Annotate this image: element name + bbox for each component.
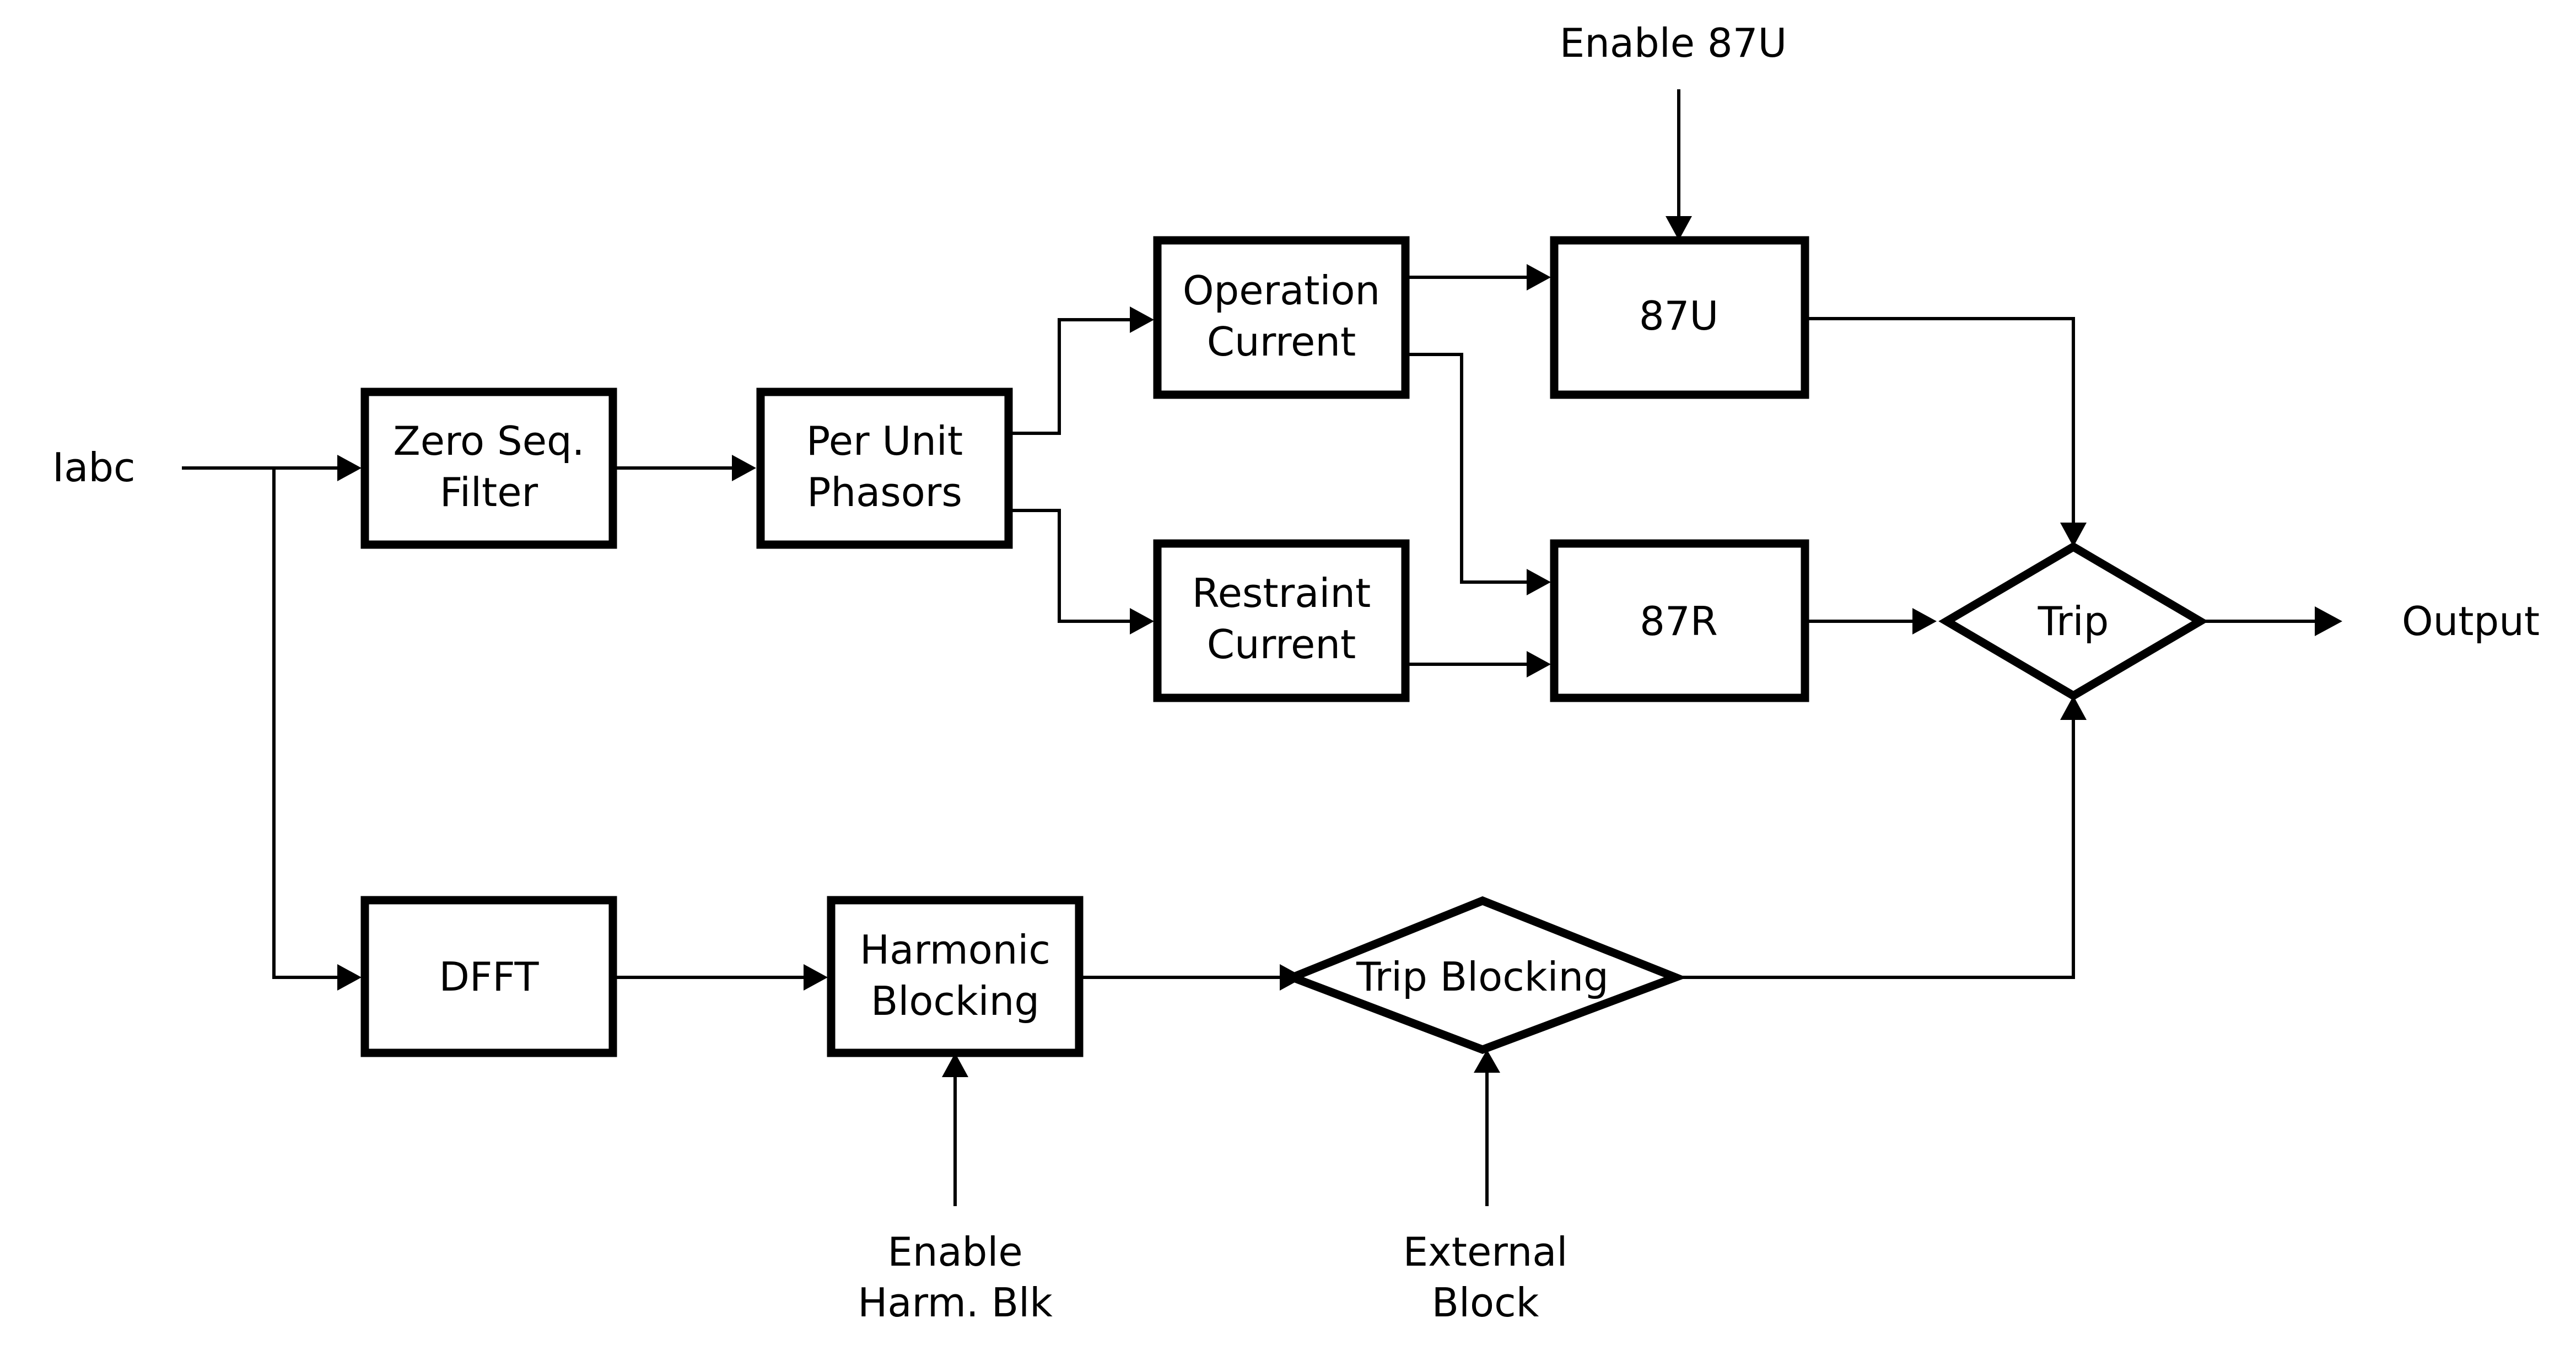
- connectors: [182, 89, 2315, 1206]
- wire-per-unit-to-operation: [1010, 318, 1130, 435]
- trip-block: Trip: [1938, 542, 2208, 701]
- operation-current-label-line1: Operation: [1183, 267, 1380, 314]
- harmonic-blocking-box: [827, 896, 1084, 1057]
- external-block-label-line2: Block: [1432, 1279, 1539, 1326]
- harmonic-blocking-label-line1: Harmonic: [860, 927, 1050, 973]
- zero-seq-filter-box: [360, 388, 617, 549]
- output-label: Output: [2402, 598, 2540, 644]
- per-unit-phasors-box: [756, 388, 1013, 549]
- unit-87r-box: [1550, 539, 1809, 702]
- zero-seq-filter-label-line2: Filter: [440, 469, 538, 515]
- input-label: Iabc: [52, 444, 136, 491]
- per-unit-phasors-label-line2: Phasors: [807, 469, 962, 515]
- trip-label: Trip: [2038, 598, 2109, 644]
- arrowhead: [1130, 608, 1154, 634]
- harmonic-blocking-label-line2: Blocking: [871, 978, 1039, 1024]
- trip-blocking-block: Trip Blocking: [1281, 896, 1687, 1055]
- wire-per-unit-to-restraint: [1010, 509, 1130, 623]
- restraint-current-label-line1: Restraint: [1192, 570, 1371, 616]
- restraint-current-label-line2: Current: [1207, 621, 1356, 668]
- arrowhead: [1527, 264, 1551, 291]
- harmonic-blocking-block: Harmonic Blocking: [827, 896, 1084, 1057]
- arrowhead: [1474, 1050, 1500, 1073]
- arrowhead: [337, 455, 362, 481]
- operation-current-label-line2: Current: [1207, 319, 1356, 365]
- zero-seq-filter-label-line1: Zero Seq.: [393, 418, 584, 464]
- per-unit-phasors-label-line1: Per Unit: [806, 418, 963, 464]
- arrowhead: [1666, 216, 1692, 240]
- arrowhead: [1527, 651, 1551, 677]
- operation-current-box: [1153, 236, 1410, 399]
- arrowhead: [2060, 696, 2087, 720]
- unit-87r-label: 87R: [1640, 598, 1718, 644]
- unit-87r-block: 87R: [1550, 539, 1809, 702]
- trip-blocking-diamond: [1281, 896, 1687, 1055]
- wire-operation-to-87r: [1405, 353, 1527, 584]
- dfft-block: DFFT: [360, 896, 617, 1057]
- wire-trip-blocking-to-trip: [1675, 720, 2075, 979]
- dfft-label: DFFT: [439, 954, 540, 1000]
- unit-87u-label: 87U: [1639, 293, 1718, 339]
- arrowhead: [2060, 523, 2087, 547]
- restraint-current-block: Restraint Current: [1153, 539, 1410, 702]
- zero-seq-filter-block: Zero Seq. Filter: [360, 388, 617, 549]
- per-unit-phasors-block: Per Unit Phasors: [756, 388, 1013, 549]
- arrowhead: [337, 964, 362, 991]
- dfft-box: [360, 896, 617, 1057]
- external-block-label-line1: External: [1403, 1229, 1568, 1275]
- trip-blocking-label: Trip Blocking: [1356, 954, 1609, 1000]
- trip-diamond: [1938, 542, 2208, 701]
- arrowhead: [2315, 606, 2342, 636]
- arrowhead: [1527, 569, 1551, 595]
- wire-iabc-to-dfft: [272, 468, 337, 979]
- arrowhead: [1130, 306, 1154, 333]
- wire-87u-to-trip: [1805, 317, 2075, 523]
- unit-87u-box: [1550, 236, 1809, 399]
- enable-harm-blk-label-line1: Enable: [887, 1229, 1022, 1275]
- arrowhead: [804, 964, 828, 991]
- unit-87u-block: 87U: [1550, 236, 1809, 399]
- arrowhead: [942, 1053, 968, 1077]
- operation-current-block: Operation Current: [1153, 236, 1410, 399]
- restraint-current-box: [1153, 539, 1410, 702]
- arrowhead: [1912, 608, 1937, 634]
- arrowhead: [732, 455, 756, 481]
- enable-87u-label: Enable 87U: [1560, 20, 1787, 66]
- enable-harm-blk-label-line2: Harm. Blk: [858, 1279, 1053, 1326]
